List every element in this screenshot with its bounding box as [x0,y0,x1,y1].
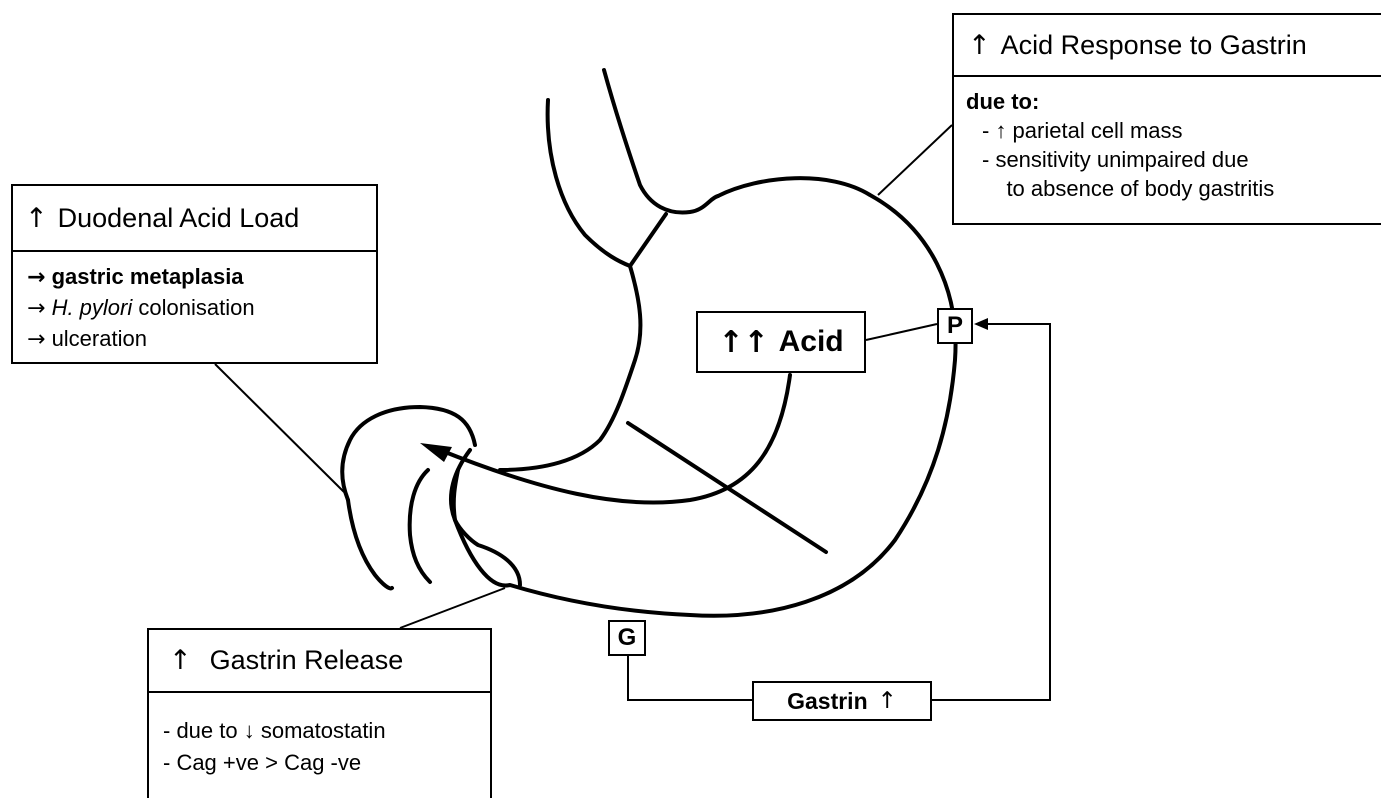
duodenal-line-italic: H. pylori [52,295,133,320]
acid-flow-arrowhead [420,443,452,462]
esophagus-right-wall [604,70,718,213]
gastrin-tag: Gastrin ↑ [752,681,932,721]
acid-response-line: - ↑ parietal cell mass [966,116,1381,145]
stomach-lesser-curvature [500,266,640,470]
up-arrow-icon: ↑ [169,645,192,676]
gastrin-release-header: ↑ Gastrin Release [149,630,490,693]
gastrin-tag-label: Gastrin [787,688,868,715]
double-up-arrow-icon: ↑↑ [718,325,768,360]
gastrin-loop-right [932,324,1050,700]
duodenal-header: ↑ Duodenal Acid Load [13,186,376,252]
g-cell-tag: G [608,620,646,656]
acid-response-line: due to: [966,87,1381,116]
gastrin-release-line: - due to ↓ somatostatin [163,715,490,747]
up-arrow-icon: ↑ [878,688,897,714]
acid-response-body: due to: - ↑ parietal cell mass - sensiti… [954,77,1381,203]
acid-flow-line [440,375,790,503]
gastrin-release-title: Gastrin Release [210,645,404,676]
gastrin-release-leader [400,588,505,628]
acid-response-line: to absence of body gastritis [966,174,1381,203]
acid-response-title: Acid Response to Gastrin [1001,30,1307,61]
duodenal-acid-load-box: ↑ Duodenal Acid Load → gastric metaplasi… [11,184,378,364]
duodenal-line: → H. pylori colonisation [27,293,376,324]
duodenum-outer-descending [348,500,392,588]
esophagus-left-wall [548,100,630,266]
acid-response-header: ↑ Acid Response to Gastrin [954,15,1381,77]
stomach-greater-curvature [451,178,956,616]
gastrin-release-line: - Cag +ve > Cag -ve [163,747,490,779]
duodenal-line-text: ulceration [52,326,147,351]
right-arrow-icon: → [27,296,45,321]
acid-tag: ↑↑ Acid [696,311,866,373]
duodenal-title: Duodenal Acid Load [58,203,300,234]
up-arrow-icon: ↑ [25,203,48,234]
acid-response-leader [878,125,952,195]
gastrin-release-body: - due to ↓ somatostatin - Cag +ve > Cag … [149,693,490,779]
duodenal-line-rest: colonisation [132,295,254,320]
right-arrow-icon: → [27,265,45,290]
duodenal-body: → gastric metaplasia → H. pylori colonis… [13,252,376,355]
feedback-arrowhead [974,318,988,330]
acid-tag-label: Acid [779,325,844,359]
up-arrow-icon: ↑ [968,30,991,61]
acid-response-line: - sensitivity unimpaired due [966,145,1381,174]
acid-to-p-leader [866,324,937,340]
duodenal-line: → gastric metaplasia [27,262,376,293]
acid-response-box: ↑ Acid Response to Gastrin due to: - ↑ p… [952,13,1381,225]
right-arrow-icon: → [27,327,45,352]
fundus-divider [630,214,666,266]
gastrin-release-box: ↑ Gastrin Release - due to ↓ somatostati… [147,628,492,798]
parietal-cell-tag: P [937,308,973,344]
gastrin-loop-left [628,656,752,700]
duodenal-line-text: gastric metaplasia [52,264,244,289]
duodenal-leader [215,364,344,492]
duodenal-line: → ulceration [27,324,376,355]
